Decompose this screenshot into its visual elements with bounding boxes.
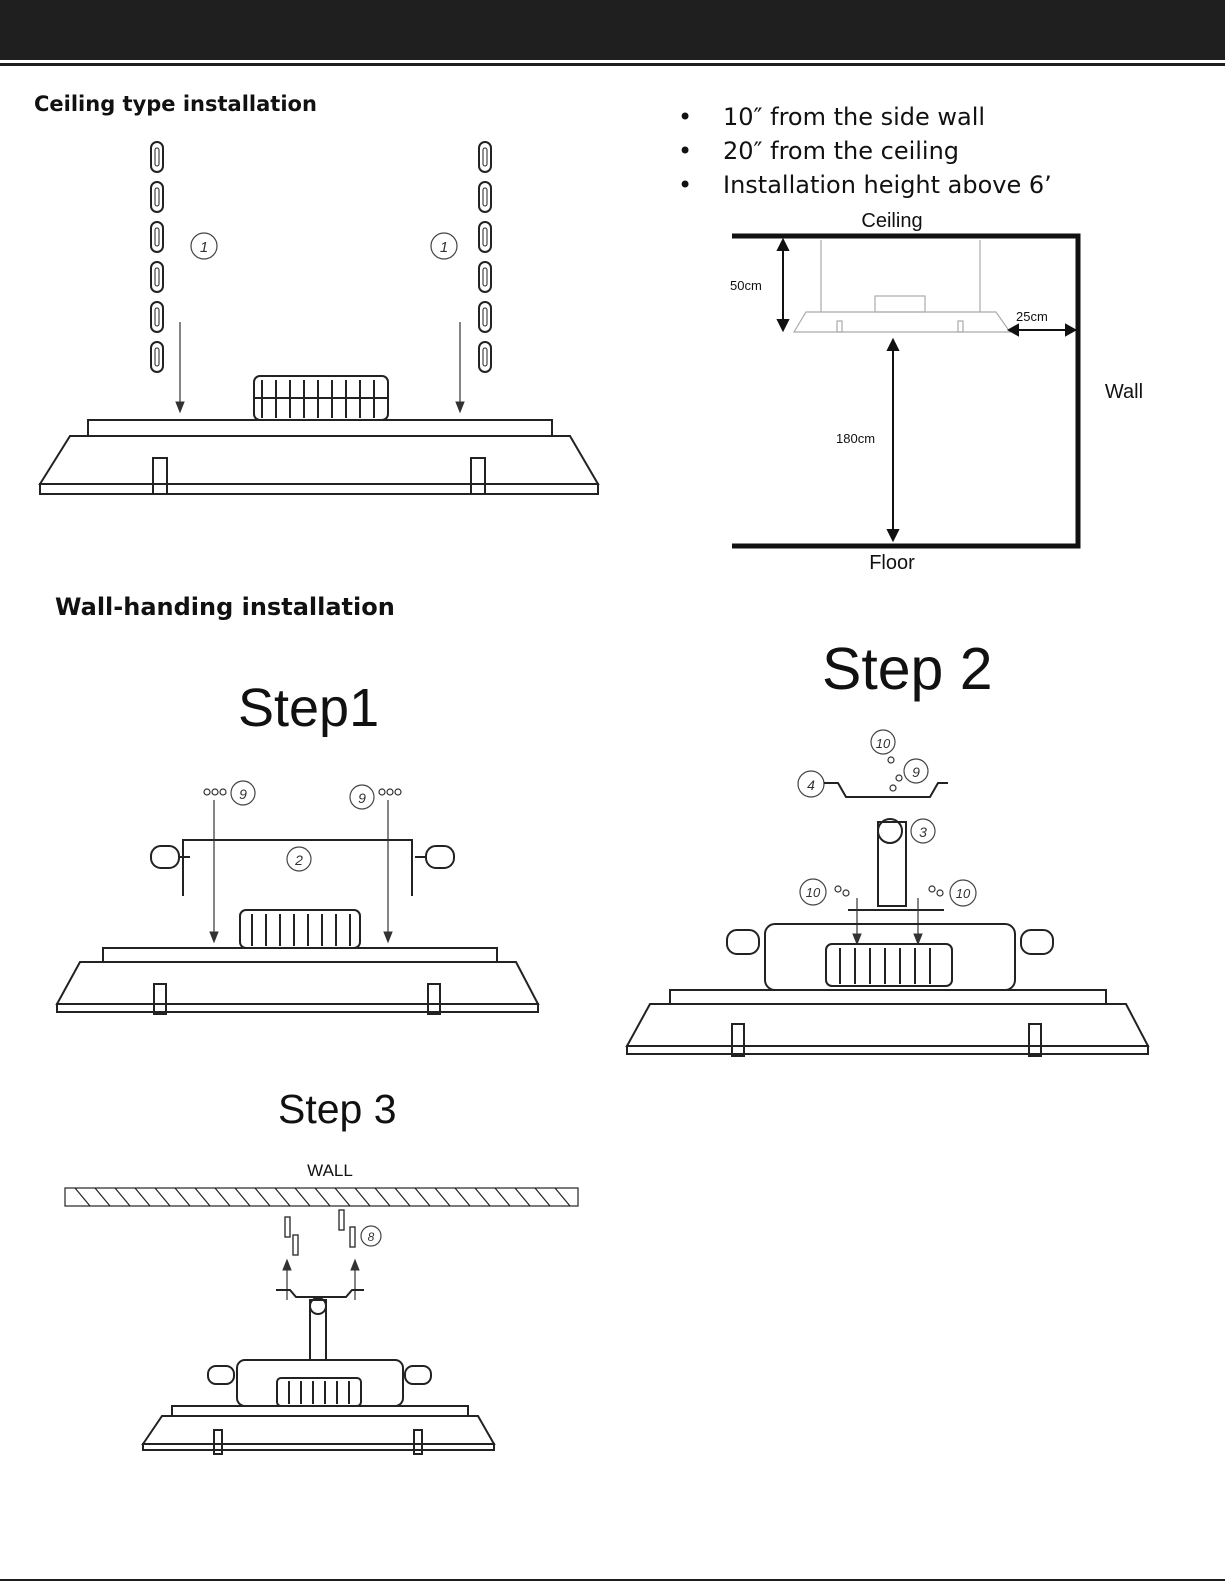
step3-illustration: WALL 8 (0, 0, 620, 1470)
svg-text:3: 3 (919, 824, 927, 840)
heater-step2 (627, 924, 1148, 1056)
svg-text:8: 8 (368, 1230, 375, 1244)
callout-10-top: 10 (871, 730, 895, 754)
svg-text:9: 9 (912, 764, 920, 780)
heater-step3 (143, 1290, 494, 1454)
step2-arrows (853, 898, 922, 944)
callout-8: 8 (361, 1226, 381, 1246)
callout-9-step2: 9 (904, 759, 928, 783)
anchors-step3 (285, 1210, 355, 1255)
svg-text:4: 4 (807, 777, 815, 793)
callout-3: 3 (911, 819, 935, 843)
svg-text:10: 10 (956, 886, 971, 901)
wall-label-step3: WALL (307, 1161, 353, 1180)
callout-4: 4 (798, 771, 824, 797)
svg-text:10: 10 (876, 736, 891, 751)
callout-10-left: 10 (800, 879, 826, 905)
footer-rule (0, 1579, 1225, 1581)
wall-hatch (65, 1188, 578, 1206)
svg-text:10: 10 (806, 885, 821, 900)
callout-10-right: 10 (950, 880, 976, 906)
